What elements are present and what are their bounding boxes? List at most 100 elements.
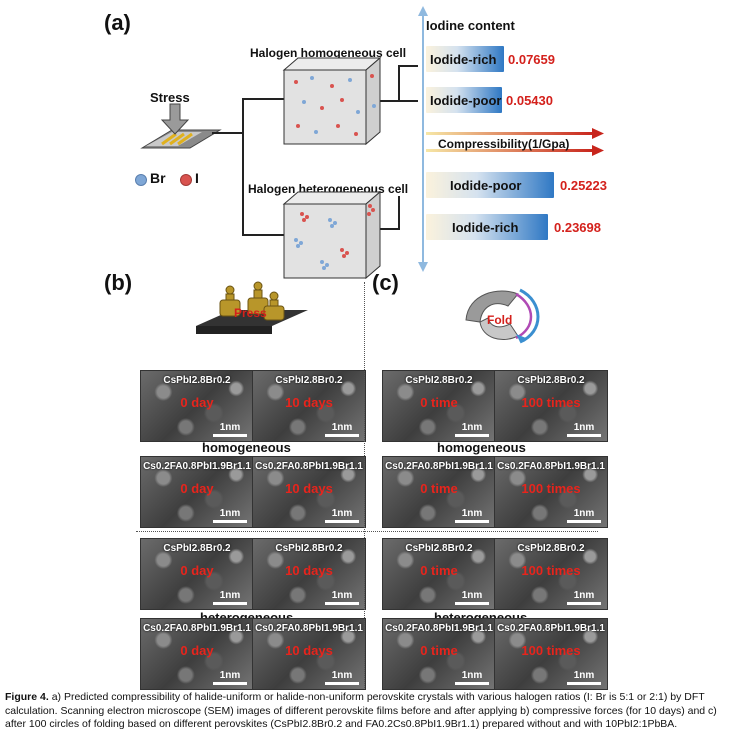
- sem-time: 0 day: [180, 643, 214, 658]
- scale-bar: 1nm: [455, 508, 489, 523]
- scale-bar: 1nm: [567, 590, 601, 605]
- sem-image: CsPbI2.8Br0.2 100 times 1nm: [494, 370, 608, 442]
- bar-label: Iodide-poor: [450, 178, 522, 193]
- sem-image: Cs0.2FA0.8PbI1.9Br1.1 0 time 1nm: [382, 456, 496, 528]
- connector-line: [242, 98, 284, 100]
- sem-title: CsPbI2.8Br0.2: [275, 543, 343, 554]
- scale-label: 1nm: [219, 422, 241, 433]
- fold-icon: [465, 288, 540, 344]
- scale-label: 1nm: [573, 508, 595, 519]
- scale-label: 1nm: [461, 508, 483, 519]
- compressibility-arrows: [426, 128, 604, 156]
- sem-title: Cs0.2FA0.8PbI1.9Br1.1: [497, 461, 605, 472]
- bar-label: Iodide-poor: [430, 93, 502, 108]
- scale-label: 1nm: [219, 590, 241, 601]
- sem-title: Cs0.2FA0.8PbI1.9Br1.1: [255, 623, 363, 634]
- panel-b-label: (b): [104, 270, 133, 295]
- sem-title: CsPbI2.8Br0.2: [517, 375, 585, 386]
- connector-line: [212, 132, 242, 134]
- scale-label: 1nm: [573, 590, 595, 601]
- sem-image: Cs0.2FA0.8PbI1.9Br1.1 10 days 1nm: [252, 456, 366, 528]
- scale-label: 1nm: [461, 590, 483, 601]
- sem-time: 0 time: [420, 563, 458, 578]
- bar-heterogeneous-iodide-rich: [426, 214, 548, 240]
- compressibility-label: Compressibility(1/Gpa): [438, 137, 570, 151]
- fold-label: Fold: [487, 313, 513, 327]
- sem-title: Cs0.2FA0.8PbI1.9Br1.1: [385, 461, 493, 472]
- sem-image: Cs0.2FA0.8PbI1.9Br1.1 0 time 1nm: [382, 618, 496, 690]
- connector-line: [242, 234, 284, 236]
- sem-title: Cs0.2FA0.8PbI1.9Br1.1: [385, 623, 493, 634]
- sem-time: 0 time: [420, 395, 458, 410]
- sem-image: CsPbI2.8Br0.2 10 days 1nm: [252, 538, 366, 610]
- sem-image: CsPbI2.8Br0.2 0 time 1nm: [382, 538, 496, 610]
- sem-title: CsPbI2.8Br0.2: [275, 375, 343, 386]
- homogeneous-cell-cube: [282, 56, 382, 146]
- bar-homogeneous-iodide-poor: [426, 87, 502, 113]
- sem-image: CsPbI2.8Br0.2 10 days 1nm: [252, 370, 366, 442]
- scale-label: 1nm: [573, 670, 595, 681]
- bar-value: 0.25223: [560, 178, 607, 193]
- press-weights-icon: [196, 281, 308, 334]
- scale-label: 1nm: [331, 508, 353, 519]
- homogeneous-label: homogeneous: [437, 440, 526, 455]
- connector-line: [398, 196, 400, 230]
- scale-bar: 1nm: [567, 422, 601, 437]
- sem-time: 10 days: [285, 395, 333, 410]
- sem-title: CsPbI2.8Br0.2: [163, 543, 231, 554]
- homogeneous-cell-title: Halogen homogeneous cell: [250, 46, 407, 60]
- connector-line: [242, 98, 244, 234]
- scale-label: 1nm: [461, 670, 483, 681]
- figure-caption: Figure 4. a) Predicted compressibility o…: [5, 691, 731, 732]
- iodine-content-label: Iodine content: [426, 18, 515, 33]
- scale-bar: 1nm: [213, 508, 247, 523]
- bar-homogeneous-iodide-rich: [426, 46, 504, 72]
- sem-time: 0 day: [180, 395, 214, 410]
- sem-image: Cs0.2FA0.8PbI1.9Br1.1 0 day 1nm: [140, 456, 254, 528]
- sem-time: 100 times: [521, 481, 581, 496]
- panel-divider-vertical: [364, 282, 365, 688]
- heterogeneous-cell-cube: [282, 190, 382, 280]
- sem-time: 0 day: [180, 563, 214, 578]
- sem-time: 10 days: [285, 643, 333, 658]
- scale-bar: 1nm: [213, 590, 247, 605]
- figure-label: Figure 4.: [5, 691, 49, 703]
- scale-bar: 1nm: [325, 590, 359, 605]
- sem-title: CsPbI2.8Br0.2: [163, 375, 231, 386]
- scale-bar: 1nm: [325, 670, 359, 685]
- homogeneous-label: homogeneous: [202, 440, 291, 455]
- connector-line: [398, 100, 418, 102]
- sem-image: CsPbI2.8Br0.2 100 times 1nm: [494, 538, 608, 610]
- bar-heterogeneous-iodide-poor: [426, 172, 554, 198]
- sem-time: 10 days: [285, 481, 333, 496]
- sem-image: Cs0.2FA0.8PbI1.9Br1.1 10 days 1nm: [252, 618, 366, 690]
- sem-image: Cs0.2FA0.8PbI1.9Br1.1 100 times 1nm: [494, 618, 608, 690]
- i-legend-dot: [180, 174, 192, 186]
- sem-title: Cs0.2FA0.8PbI1.9Br1.1: [497, 623, 605, 634]
- bar-value: 0.05430: [506, 93, 553, 108]
- scale-bar: 1nm: [213, 422, 247, 437]
- panel-divider-horizontal: [136, 531, 598, 532]
- sem-title: CsPbI2.8Br0.2: [405, 375, 473, 386]
- sem-title: CsPbI2.8Br0.2: [405, 543, 473, 554]
- sem-image: Cs0.2FA0.8PbI1.9Br1.1 0 day 1nm: [140, 618, 254, 690]
- scale-label: 1nm: [219, 508, 241, 519]
- i-legend-label: I: [195, 170, 199, 186]
- connector-line: [398, 65, 418, 67]
- scale-bar: 1nm: [213, 670, 247, 685]
- bar-value: 0.07659: [508, 52, 555, 67]
- connector-line: [372, 100, 398, 102]
- scale-bar: 1nm: [567, 508, 601, 523]
- sem-image: CsPbI2.8Br0.2 0 day 1nm: [140, 538, 254, 610]
- stress-device-illustration: [140, 103, 222, 149]
- connector-line: [398, 65, 400, 101]
- sem-time: 100 times: [521, 643, 581, 658]
- scale-bar: 1nm: [325, 422, 359, 437]
- scale-label: 1nm: [461, 422, 483, 433]
- scale-label: 1nm: [331, 670, 353, 681]
- scale-bar: 1nm: [325, 508, 359, 523]
- panel-a-label: (a): [104, 10, 131, 35]
- connector-line: [372, 228, 398, 230]
- scale-label: 1nm: [219, 670, 241, 681]
- sem-time: 0 time: [420, 643, 458, 658]
